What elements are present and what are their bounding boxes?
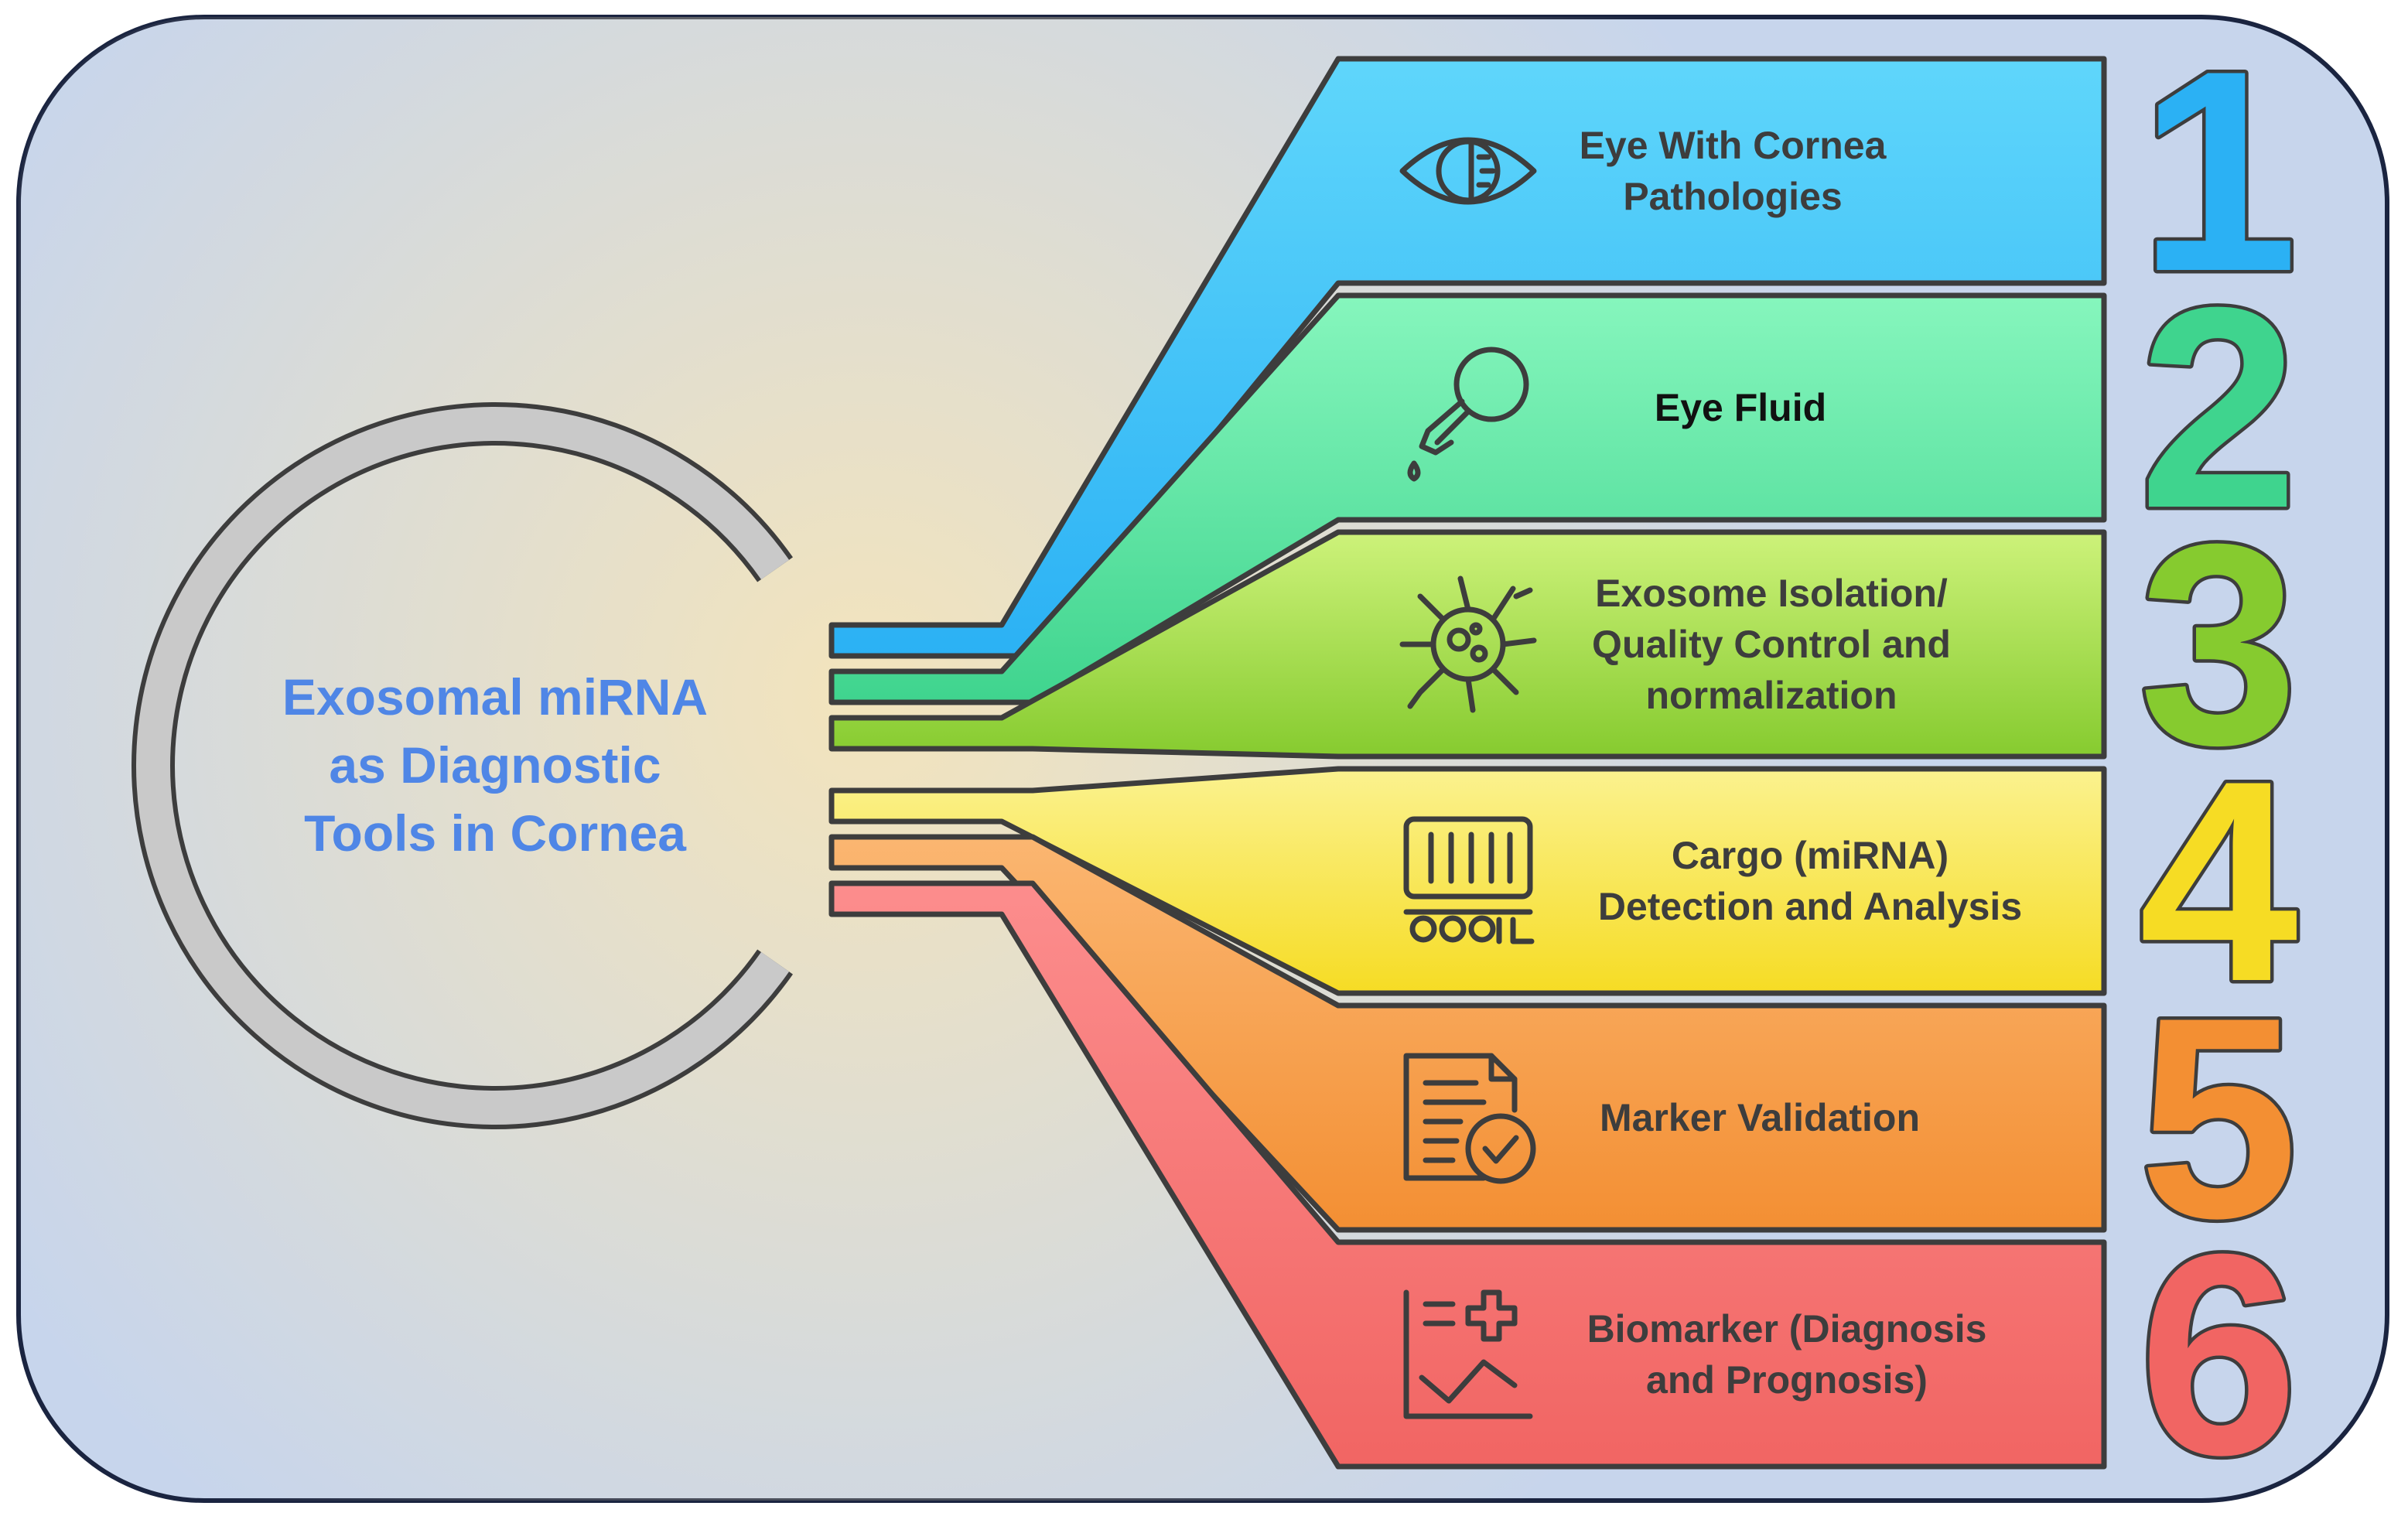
title-line: Tools in Cornea <box>304 804 687 862</box>
step-number: 3 <box>2139 485 2298 804</box>
step-label-line: Detection and Analysis <box>1598 885 2022 928</box>
central-ring <box>132 402 793 1129</box>
step-label-line: Marker Validation <box>1600 1096 1920 1139</box>
step-band <box>828 834 2107 1233</box>
document-check-icon <box>1403 1053 1536 1184</box>
step-3: 3 Exosome Isolation/Quality Control and no… <box>828 482 2301 808</box>
step-label-line: Pathologies <box>1623 175 1842 218</box>
step-label: Exosome Isolation/Quality Control and nor… <box>1592 572 1951 717</box>
dropper-icon <box>1407 347 1529 482</box>
step-number: 5 <box>2139 958 2298 1278</box>
ring-fill <box>136 407 790 1125</box>
eye-icon <box>1399 137 1537 205</box>
step-label-line: and Prognosis) <box>1646 1358 1928 1402</box>
step-label-line: Exosome Isolation/ <box>1595 572 1948 615</box>
title-line: Exosomal miRNA <box>282 668 708 726</box>
step-label: Cargo (miRNA) Detection and Analysis <box>1598 834 2022 928</box>
cargo-train-icon <box>1403 816 1535 944</box>
step-4: 4 Cargo (miRNA) Detection and Analysis <box>828 719 2304 1045</box>
exosome-icon <box>1399 575 1537 713</box>
step-band <box>828 766 2107 996</box>
title-line: as Diagnostic <box>329 736 661 794</box>
step-label: Eye Fluid <box>1655 386 1826 429</box>
step-label-line: Eye With Cornea <box>1580 124 1887 167</box>
step-label-line: Quality Control and <box>1592 623 1951 666</box>
step-band <box>828 880 2107 1470</box>
step-number: 2 <box>2139 248 2298 568</box>
chart-medical-icon <box>1403 1289 1533 1419</box>
step-band <box>828 292 2107 705</box>
step-label-line: Eye Fluid <box>1655 386 1826 429</box>
step-label: Biomarker (Diagnosis and Prognosis) <box>1587 1307 1987 1402</box>
step-5: 5 Marker Validation <box>828 834 2301 1282</box>
step-label-line: Biomarker (Diagnosis <box>1587 1307 1987 1351</box>
step-number: 1 <box>2139 12 2298 331</box>
step-6: 6 Biomarker (Diagnosis and Prognosis) <box>828 880 2301 1518</box>
step-label-line: Cargo (miRNA) <box>1672 834 1949 877</box>
step-label-line: normalization <box>1645 674 1897 717</box>
step-2: 2 Eye Fluid <box>828 245 2301 705</box>
step-label: Marker Validation <box>1600 1096 1920 1139</box>
step-number: 6 <box>2139 1195 2298 1514</box>
step-number: 4 <box>2139 722 2300 1041</box>
